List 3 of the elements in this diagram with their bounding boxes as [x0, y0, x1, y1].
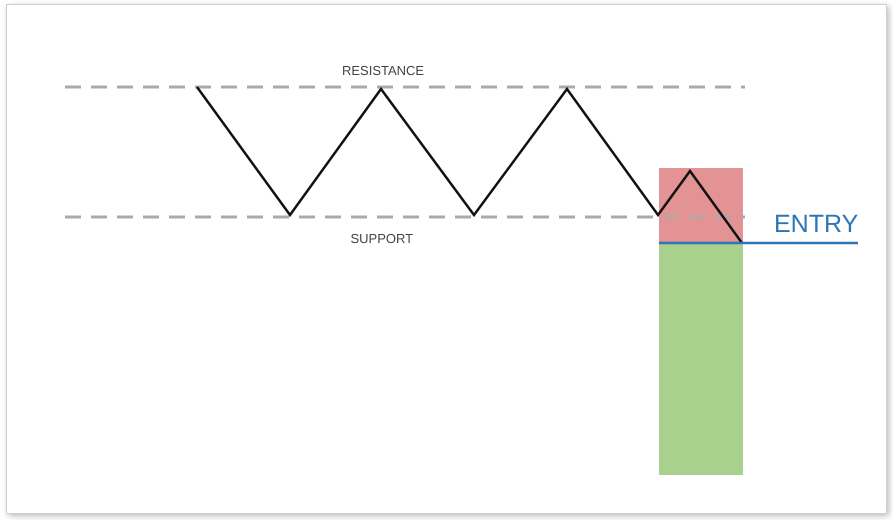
support-label: SUPPORT [350, 231, 414, 246]
resistance-label: RESISTANCE [342, 63, 424, 78]
entry-label: ENTRY [774, 210, 858, 239]
